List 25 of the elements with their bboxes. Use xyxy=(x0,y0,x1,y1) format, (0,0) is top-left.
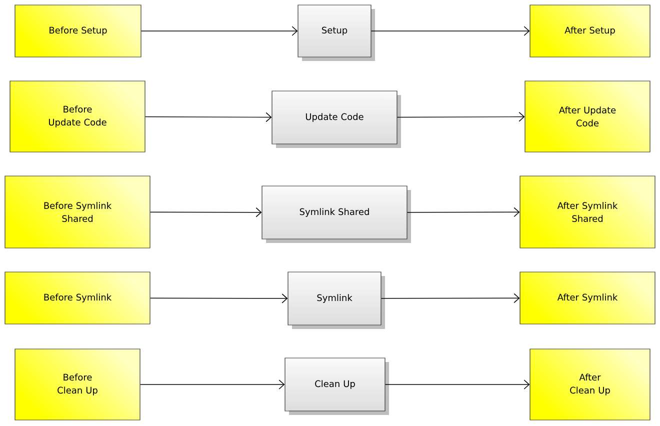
arrow xyxy=(140,380,285,390)
hook-box: After Setup xyxy=(530,4,650,58)
hook-box: After Update Code xyxy=(524,80,650,152)
hook-box: After Symlink xyxy=(520,272,656,324)
task-box: Update Code xyxy=(272,90,401,148)
task-box: Setup xyxy=(298,4,375,61)
hook-box: Before Symlink Shared xyxy=(4,176,150,248)
hook-box: Before Symlink xyxy=(4,272,150,324)
arrow xyxy=(150,294,288,304)
arrow xyxy=(150,207,262,218)
arrow xyxy=(140,26,298,36)
task-box: Symlink xyxy=(288,272,385,329)
arrow xyxy=(144,112,272,122)
hook-box: After Symlink Shared xyxy=(520,176,656,248)
hook-box: Before Update Code xyxy=(10,80,146,152)
arrow xyxy=(384,380,530,390)
task-box: Clean Up xyxy=(284,358,389,415)
hook-box: Before Setup xyxy=(14,4,142,58)
hook-box: Before Clean Up xyxy=(14,348,140,420)
hook-box: After Clean Up xyxy=(530,348,650,420)
arrow xyxy=(380,293,520,304)
task-box: Symlink Shared xyxy=(262,186,411,243)
arrow xyxy=(370,26,530,36)
arrow xyxy=(396,112,525,122)
arrow xyxy=(406,207,520,218)
